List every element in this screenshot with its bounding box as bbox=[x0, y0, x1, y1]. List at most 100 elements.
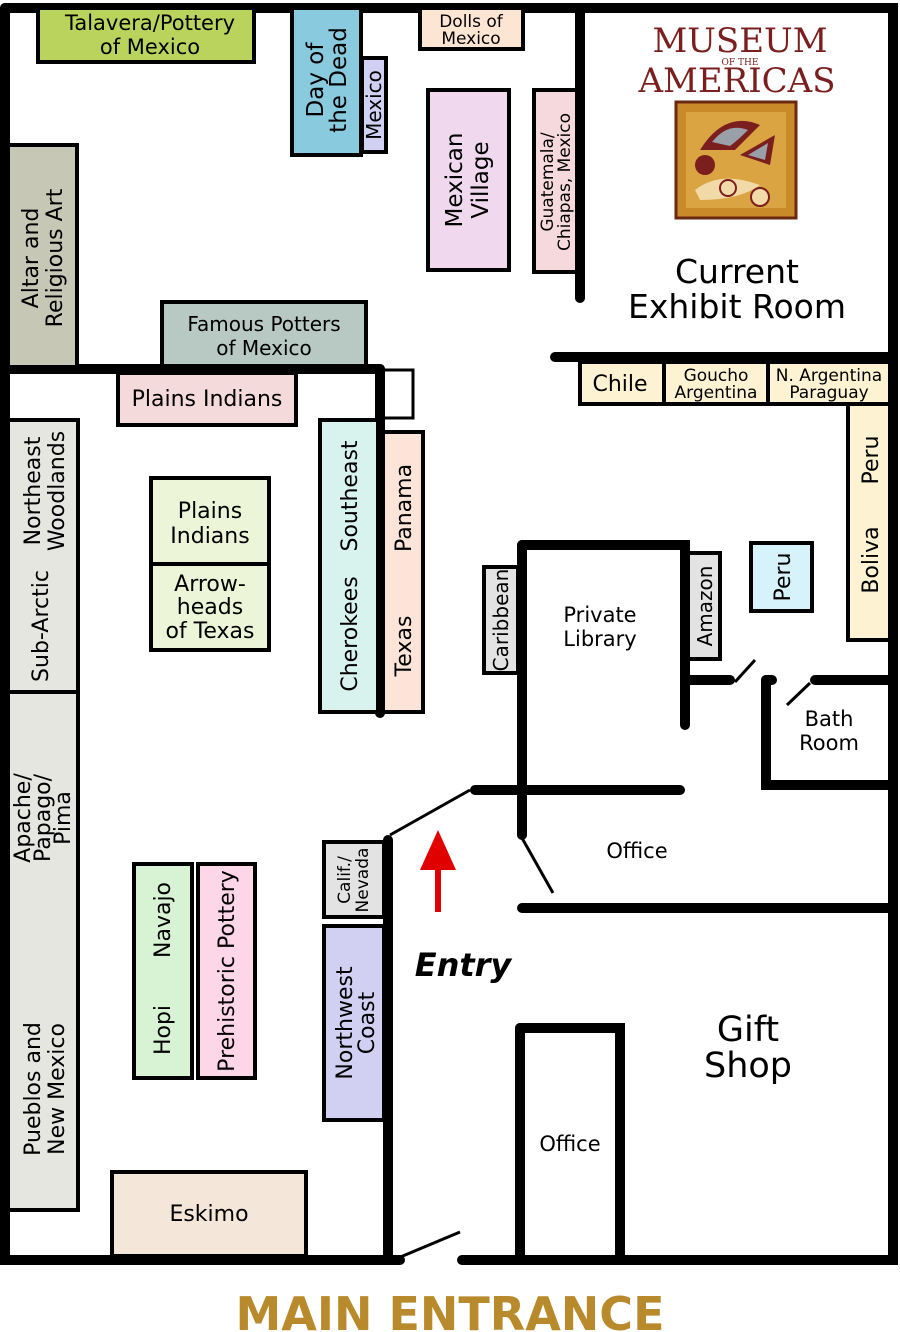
exhibit-mexico-small[interactable]: Mexico bbox=[360, 56, 388, 154]
exhibit-northeast-subarctic[interactable]: Northeast Woodlands Sub-Arctic bbox=[6, 418, 80, 694]
northeast-label-1: Northeast bbox=[21, 436, 46, 545]
mexico-small-label: Mexico bbox=[362, 70, 386, 140]
navajo-label: Navajo bbox=[151, 882, 176, 958]
exhibit-arrowheads-texas[interactable]: Arrow- heads of Texas bbox=[149, 562, 271, 652]
guatemala-label-2: Chiapas, Mexico bbox=[555, 113, 575, 251]
library-label-2: Library bbox=[563, 627, 636, 651]
gift-shop-label-2: Shop bbox=[704, 1046, 792, 1086]
chile-label: Chile bbox=[592, 372, 647, 397]
entry-label: Entry bbox=[415, 946, 513, 984]
calif-label-2: Nevada bbox=[353, 848, 373, 913]
texas-label: Texas bbox=[392, 616, 417, 678]
arrowheads-label-2: heads bbox=[177, 595, 243, 620]
room-bath: Bath Room bbox=[799, 707, 859, 755]
exhibit-calif-nevada[interactable]: Calif./ Nevada bbox=[322, 840, 386, 919]
current-exhibit-label-1: Current bbox=[675, 252, 799, 291]
arrowheads-label-3: of Texas bbox=[165, 619, 254, 644]
mexican-village-label-2: Village bbox=[468, 141, 494, 218]
famous-potters-label-1: Famous Potters bbox=[187, 312, 340, 336]
room-current-exhibit: Current Exhibit Room bbox=[628, 252, 846, 326]
exhibit-eskimo[interactable]: Eskimo bbox=[110, 1170, 308, 1258]
exhibit-famous-potters[interactable]: Famous Potters of Mexico bbox=[160, 300, 368, 368]
exhibit-guatemala-chiapas[interactable]: Guatemala/ Chiapas, Mexico bbox=[532, 88, 579, 274]
pueblos-label-1: Pueblos and bbox=[21, 1022, 46, 1156]
museum-logo: MUSEUM OF THE AMERICAS bbox=[637, 21, 836, 220]
exhibit-panama-texas[interactable]: Panama Texas bbox=[381, 430, 425, 714]
apache-label-3: Pima bbox=[51, 791, 76, 845]
altar-label-2: Religious Art bbox=[43, 188, 68, 327]
exhibit-amazon[interactable]: Amazon bbox=[686, 551, 722, 661]
plains-center-label-2: Indians bbox=[170, 524, 249, 549]
exhibit-peru-small[interactable]: Peru bbox=[749, 541, 814, 613]
dolls-label-1: Dolls of bbox=[439, 12, 504, 32]
peru-small-label: Peru bbox=[771, 552, 796, 601]
exhibit-navajo-hopi[interactable]: Navajo Hopi bbox=[132, 862, 194, 1080]
exhibit-plains-indians-center[interactable]: Plains Indians bbox=[149, 476, 271, 566]
famous-potters-label-2: of Mexico bbox=[216, 336, 311, 360]
guatemala-label-1: Guatemala/ bbox=[538, 132, 558, 232]
dolls-label-2: Mexico bbox=[441, 29, 500, 49]
pueblos-label-2: New Mexico bbox=[45, 1023, 70, 1155]
bird-tile-icon bbox=[674, 100, 798, 220]
room-private-library: Private Library bbox=[563, 603, 636, 651]
goucho-label-2: Argentina bbox=[675, 383, 758, 403]
exhibit-caribbean[interactable]: Caribbean bbox=[482, 565, 520, 675]
office-lower-label: Office bbox=[539, 1132, 600, 1156]
altar-label-1: Altar and bbox=[19, 208, 44, 309]
apache-label-1: Apache/ bbox=[11, 773, 36, 863]
exhibit-apache-pueblos[interactable]: Apache/ Papago/ Pima Pueblos and New Mex… bbox=[6, 690, 80, 1212]
exhibit-day-of-the-dead[interactable]: Day of the Dead bbox=[290, 6, 363, 157]
room-gift-shop: Gift Shop bbox=[704, 1010, 792, 1086]
gift-shop-label-1: Gift bbox=[717, 1010, 779, 1050]
caribbean-label: Caribbean bbox=[489, 569, 513, 672]
southeast-label: Southeast bbox=[338, 440, 363, 551]
prehistoric-pottery-label: Prehistoric Pottery bbox=[215, 870, 240, 1072]
arrowheads-label-1: Arrow- bbox=[174, 572, 246, 597]
n-argentina-label-2: Paraguay bbox=[789, 383, 868, 403]
exhibit-n-argentina-paraguay[interactable]: N. Argentina Paraguay bbox=[766, 360, 892, 406]
exhibit-dolls-of-mexico[interactable]: Dolls of Mexico bbox=[418, 6, 525, 51]
bath-label-2: Room bbox=[799, 731, 859, 755]
mexican-village-label-1: Mexican bbox=[442, 133, 468, 228]
panama-label: Panama bbox=[392, 464, 417, 552]
calif-label-1: Calif./ bbox=[335, 856, 355, 904]
northwest-label-1: Northwest bbox=[333, 966, 358, 1080]
northwest-label-2: Coast bbox=[355, 991, 380, 1054]
exhibit-talavera[interactable]: Talavera/Pottery of Mexico bbox=[36, 6, 256, 64]
exhibit-mexican-village[interactable]: Mexican Village bbox=[426, 88, 511, 272]
n-argentina-label-1: N. Argentina bbox=[776, 366, 882, 386]
bolivia-label: Boliva bbox=[859, 526, 884, 593]
exhibit-goucho-argentina[interactable]: Goucho Argentina bbox=[662, 360, 770, 406]
bath-label-1: Bath bbox=[805, 707, 854, 731]
library-label-1: Private bbox=[563, 603, 636, 627]
hopi-label: Hopi bbox=[151, 1005, 176, 1055]
office-upper-label: Office bbox=[606, 839, 667, 863]
day-of-dead-label-2: the Dead bbox=[326, 27, 352, 133]
plains-center-label-1: Plains bbox=[178, 499, 242, 524]
northeast-label-2: Woodlands bbox=[45, 431, 70, 551]
exhibit-southeast-cherokees[interactable]: Southeast Cherokees bbox=[318, 418, 380, 714]
goucho-label-1: Goucho bbox=[684, 366, 749, 386]
logo-line2: AMERICAS bbox=[637, 61, 835, 101]
exhibit-altar-religious-art[interactable]: Altar and Religious Art bbox=[6, 143, 79, 369]
current-exhibit-label-2: Exhibit Room bbox=[628, 287, 846, 326]
exhibit-prehistoric-pottery[interactable]: Prehistoric Pottery bbox=[196, 862, 257, 1080]
exhibit-northwest-coast[interactable]: Northwest Coast bbox=[322, 924, 386, 1122]
talavera-label-2: of Mexico bbox=[100, 35, 200, 59]
eskimo-label: Eskimo bbox=[169, 1202, 248, 1227]
logo-line1: MUSEUM bbox=[652, 21, 827, 61]
logo-of-the: OF THE bbox=[722, 58, 759, 68]
day-of-dead-label-1: Day of bbox=[303, 42, 329, 118]
peru-right-label: Peru bbox=[859, 435, 884, 484]
talavera-label-1: Talavera/Pottery bbox=[64, 11, 235, 35]
plains-top-label: Plains Indians bbox=[132, 387, 283, 412]
exhibit-chile[interactable]: Chile bbox=[578, 360, 666, 406]
exhibit-peru-bolivia[interactable]: Peru Boliva bbox=[846, 402, 892, 642]
subarctic-label: Sub-Arctic bbox=[29, 570, 54, 682]
amazon-label: Amazon bbox=[693, 566, 717, 647]
cherokees-label: Cherokees bbox=[338, 576, 363, 691]
entry-arrow-icon bbox=[420, 830, 456, 912]
main-entrance-label: MAIN ENTRANCE bbox=[235, 1287, 664, 1332]
exhibit-plains-indians-top[interactable]: Plains Indians bbox=[116, 371, 298, 427]
